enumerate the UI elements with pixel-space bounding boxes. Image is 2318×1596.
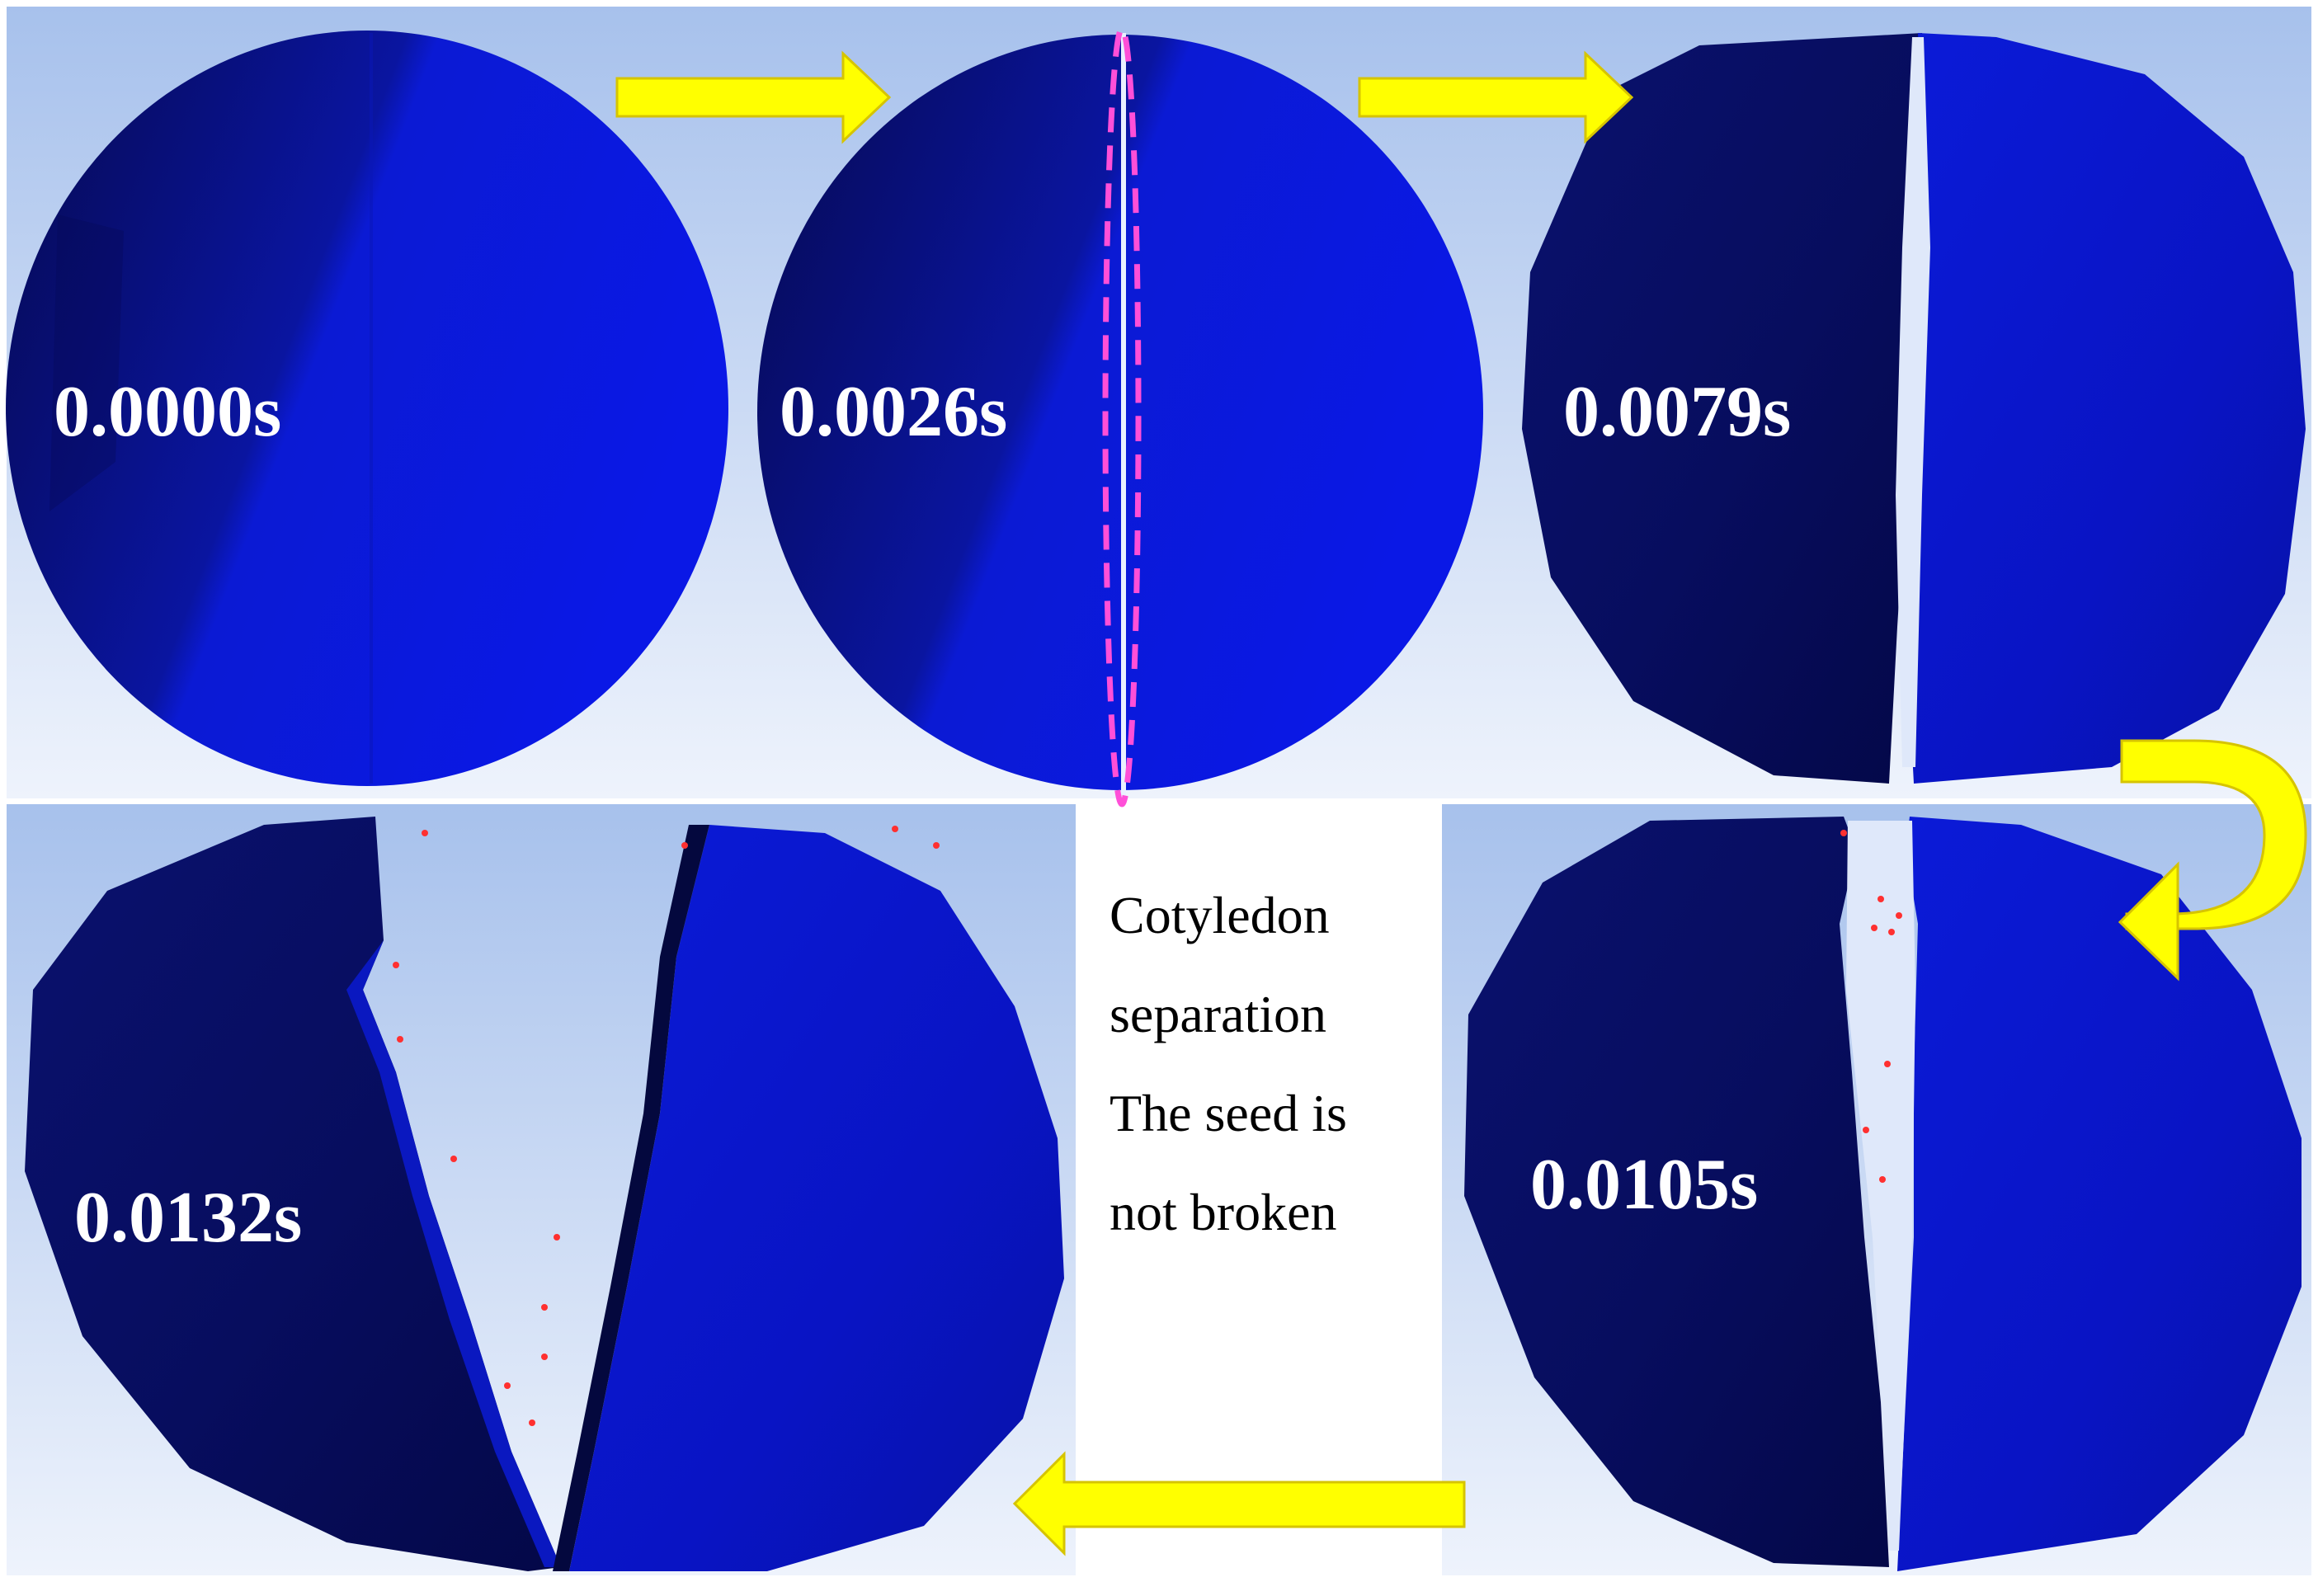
seed-frame-2	[757, 26, 1483, 807]
time-label-frame-1: 0.0000s	[54, 372, 281, 452]
arrow-right-icon	[615, 50, 892, 144]
particles	[393, 826, 940, 1426]
u-turn-arrow-icon	[2118, 739, 2307, 982]
crack-highlight	[1102, 26, 1142, 807]
arrow-left-icon	[1012, 1451, 1466, 1556]
seed-frame-3	[1522, 33, 2306, 784]
caption: Cotyledon separation The seed is not bro…	[1110, 866, 1439, 1262]
caption-line-4: not broken	[1110, 1183, 1337, 1241]
time-label-frame-4: 0.0105s	[1530, 1145, 1758, 1225]
caption-line-2: separation	[1110, 985, 1326, 1043]
seed-frame-5	[25, 817, 1064, 1571]
time-label-frame-5: 0.0132s	[74, 1178, 302, 1258]
caption-line-3: The seed is	[1110, 1084, 1347, 1142]
arrow-right-icon	[1358, 50, 1634, 144]
time-label-frame-2: 0.0026s	[780, 372, 1007, 452]
particles	[1840, 830, 1902, 1183]
time-label-frame-3: 0.0079s	[1563, 372, 1791, 452]
caption-line-1: Cotyledon	[1110, 886, 1330, 944]
seed-frame-4	[1464, 817, 2302, 1571]
seed-frame-1	[6, 31, 728, 786]
